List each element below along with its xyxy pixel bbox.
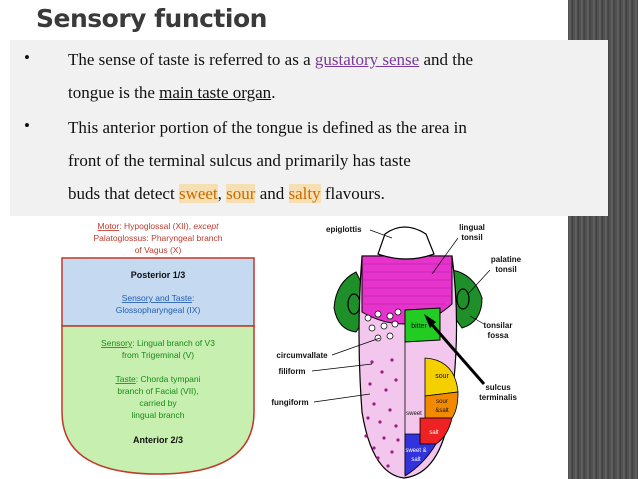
sulcus-terminalis-label-1: sulcus — [485, 383, 511, 392]
lingual-tonsil-label-1: lingual — [459, 223, 485, 232]
motor-line-3: of Vagus (X) — [135, 245, 182, 255]
text-segment: , — [217, 184, 227, 203]
carried-by-label: carried by — [139, 398, 177, 408]
sour-salt-zone — [424, 391, 459, 419]
circumvallate-papillae — [364, 308, 402, 342]
left-nerve-diagram: Motor: Hypoglossal (XII), except Palatog… — [61, 218, 255, 475]
text-segment: and — [255, 184, 289, 203]
posterior-region — [61, 257, 255, 327]
sour-salt-label-1: sour — [436, 399, 448, 405]
motor-box — [62, 218, 254, 258]
bullet-2-line-1: This anterior portion of the tongue is d… — [68, 118, 467, 137]
fungiform-pointer — [313, 393, 371, 403]
circumvallate-pointer — [331, 337, 381, 356]
right-taste-diagram: bitter sour sour &salt salt sweet sweet … — [271, 223, 522, 479]
text-segment: flavours. — [320, 184, 385, 203]
sulcus-terminalis-arrow — [426, 319, 486, 385]
sweet-highlight: sweet — [178, 184, 218, 203]
sweet-label: sweet — [406, 411, 422, 417]
bullet-2-line-3: buds that detect sweet, sour and salty f… — [68, 184, 385, 204]
main-taste-organ: main taste organ — [159, 83, 272, 102]
text-segment: . — [271, 83, 276, 102]
lingual-branch-label: lingual branch — [132, 410, 185, 420]
sweet-salt-zone — [404, 433, 437, 477]
text-segment: The sense of taste is referred to as a — [68, 50, 315, 69]
anterior-label: Anterior 2/3 — [133, 435, 183, 445]
epiglottis-pointer — [369, 229, 393, 239]
tonsilar-fossa-pointer — [469, 315, 485, 325]
motor-line-2: Palatoglossus: Pharyngeal branch — [94, 233, 223, 243]
text-segment: and the — [419, 50, 474, 69]
right-tonsil-outline — [456, 288, 470, 310]
circumvallate-label: circumvallate — [276, 351, 328, 360]
sour-highlight: sour — [226, 184, 256, 203]
trigeminal-label: from Trigeminal (V) — [122, 350, 194, 360]
posterior-label: Posterior 1/3 — [131, 270, 186, 280]
sulcus-arrow-head — [424, 314, 436, 328]
fungiform-papillae — [364, 358, 400, 468]
facial-branch-label: branch of Facial (VII), — [117, 386, 198, 396]
motor-line-1: Motor: Hypoglossal (XII), except — [98, 221, 220, 231]
lingual-tonsil-pointer — [431, 237, 459, 275]
sour-salt-label-2: &salt — [435, 408, 449, 414]
bullet-2-line-2: front of the terminal sulcus and primari… — [68, 151, 411, 170]
bitter-label: bitter — [411, 323, 427, 330]
sweet-and-salt-label-1: sweet & — [405, 448, 426, 454]
palatine-tonsil-label-2: tonsil — [495, 265, 516, 274]
bullet-1-line-1: The sense of taste is referred to as a g… — [68, 50, 473, 70]
palatine-tonsil-label-1: palatine — [491, 255, 522, 264]
epiglottis-shape — [377, 226, 435, 260]
tonsilar-fossa-label-1: tonsilar — [484, 321, 513, 330]
sulcus-terminalis-label-2: terminalis — [479, 393, 517, 402]
tongue-diagrams: Motor: Hypoglossal (XII), except Palatog… — [61, 218, 522, 479]
lingual-tonsil-texture — [362, 263, 452, 305]
epiglottis-label: epiglottis — [326, 225, 362, 234]
sweet-and-salt-label-2: salt — [411, 457, 421, 463]
bullet-1-line-2: tongue is the main taste organ. — [68, 83, 275, 103]
bullet-text-box: • The sense of taste is referred to as a… — [10, 40, 608, 216]
glossopharyngeal-label: Glossopharyngeal (IX) — [116, 305, 201, 315]
palatine-tonsil-pointer — [467, 269, 491, 295]
slide-title: Sensory function — [36, 4, 267, 33]
sour-label: sour — [435, 373, 449, 380]
text-segment: tongue is the — [68, 83, 160, 102]
sensory-taste-line: Sensory and Taste: — [122, 293, 195, 303]
lingual-tonsil-label-2: tonsil — [461, 233, 482, 242]
filiform-label: filiform — [278, 367, 305, 376]
taste-line: Taste: Chorda tympani — [115, 374, 200, 384]
gustatory-sense-link[interactable]: gustatory sense — [314, 50, 420, 69]
bullet-marker: • — [24, 116, 30, 135]
salty-highlight: salty — [288, 184, 321, 203]
salt-label: salt — [429, 430, 439, 436]
filiform-pointer — [311, 363, 373, 372]
bitter-zone — [404, 307, 441, 343]
bullet-marker: • — [24, 48, 30, 67]
anterior-region — [61, 325, 255, 475]
fungiform-label: fungiform — [271, 398, 308, 407]
sensory-line: Sensory: Lingual branch of V3 — [101, 338, 215, 348]
tonsilar-fossa-label-2: fossa — [488, 331, 509, 340]
text-segment: buds that detect — [68, 184, 179, 203]
